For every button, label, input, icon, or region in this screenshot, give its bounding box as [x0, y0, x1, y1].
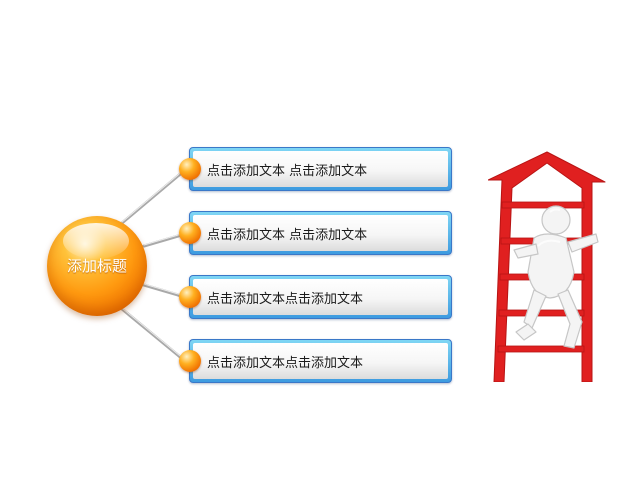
text-box-3-label: 点击添加文本点击添加文本: [207, 291, 364, 307]
connector-2: [142, 232, 187, 248]
hub-title: 添加标题: [66, 257, 127, 275]
connector-1: [120, 168, 187, 225]
text-box-4-label: 点击添加文本点击添加文本: [207, 355, 364, 371]
text-box-1[interactable]: 点击添加文本 点击添加文本: [189, 147, 452, 191]
bullet-dot-2: [179, 222, 201, 244]
text-box-2[interactable]: 点击添加文本 点击添加文本: [189, 211, 452, 255]
bullet-dot-3: [179, 286, 201, 308]
central-title-circle[interactable]: 添加标题: [47, 216, 147, 316]
ladder-arrow: [488, 151, 606, 382]
bullet-dot-4: [179, 350, 201, 372]
person-climbing-ladder-arrow-icon: [488, 151, 606, 382]
text-box-1-label: 点击添加文本 点击添加文本: [207, 163, 368, 179]
text-box-2-label: 点击添加文本 点击添加文本: [207, 227, 368, 243]
connector-3: [142, 283, 187, 299]
climbing-figure: [513, 205, 599, 349]
text-box-3[interactable]: 点击添加文本点击添加文本: [189, 275, 452, 319]
bullet-dot-1: [179, 158, 201, 180]
text-box-4[interactable]: 点击添加文本点击添加文本: [189, 339, 452, 383]
connector-4: [120, 307, 187, 363]
hub-gloss-highlight: [63, 223, 129, 259]
